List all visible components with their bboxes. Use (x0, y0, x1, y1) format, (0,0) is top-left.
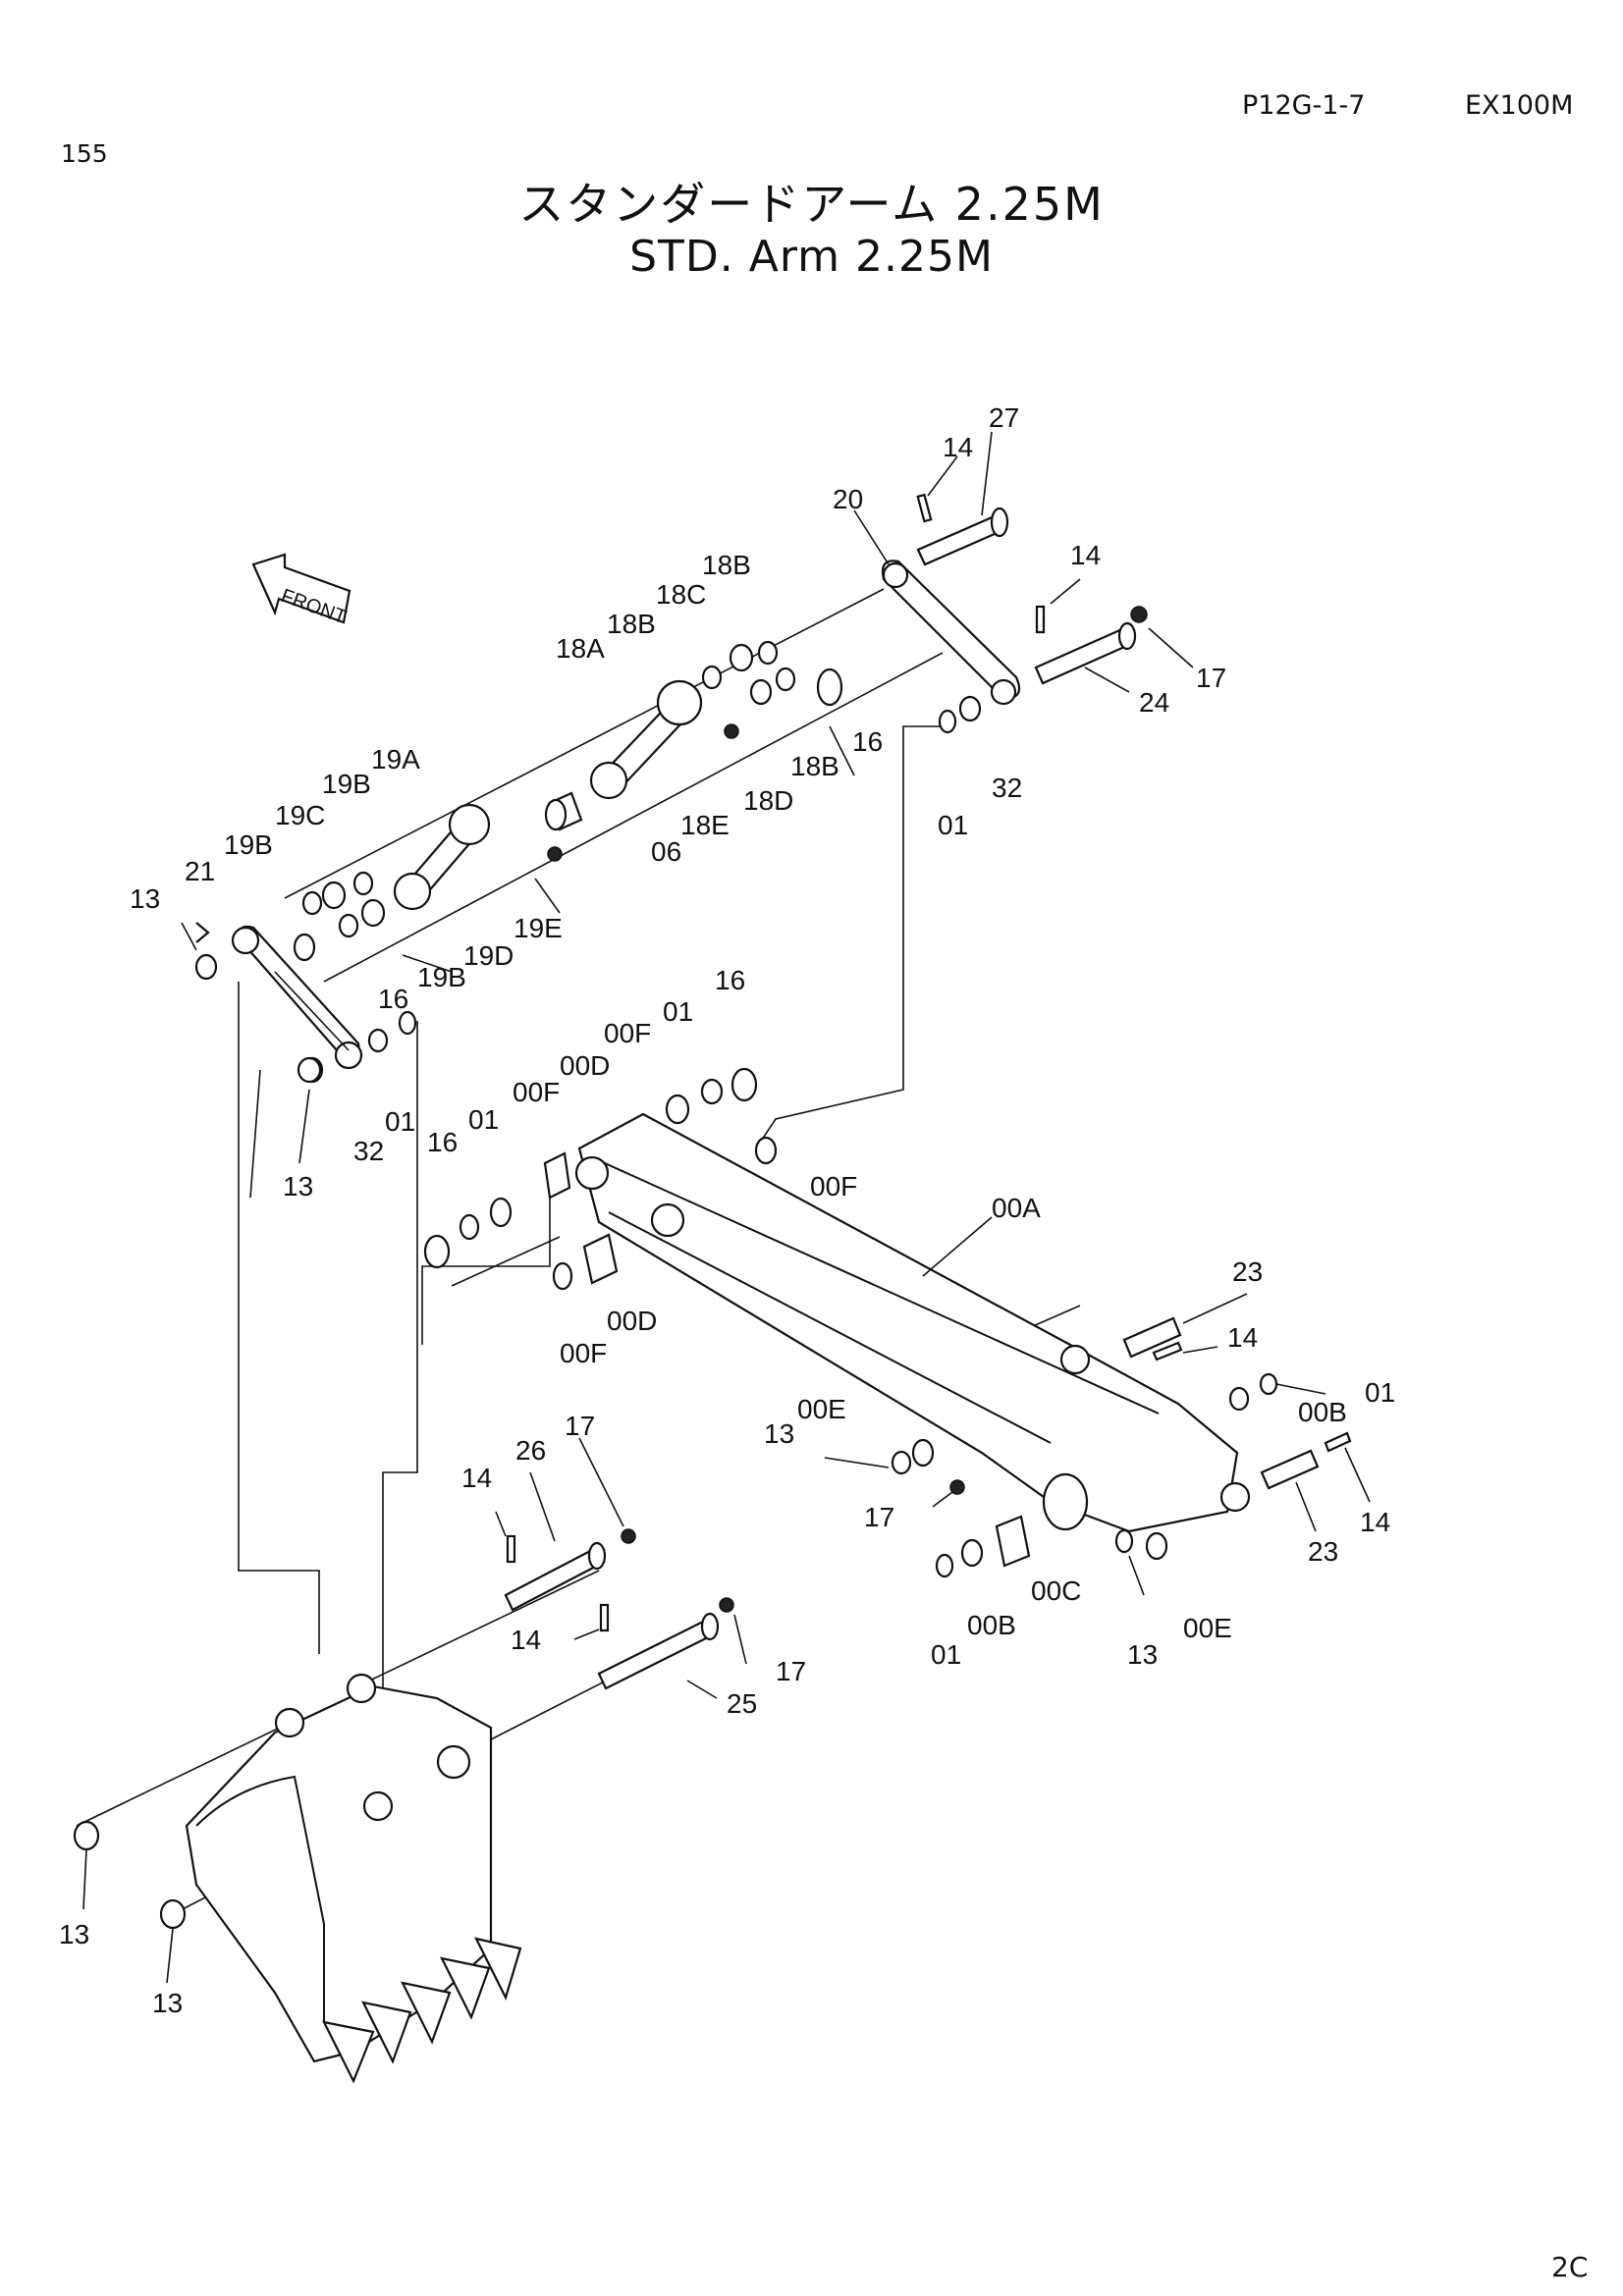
label-13: 13 (152, 1988, 183, 2018)
label-00E: 00E (1183, 1613, 1232, 1643)
label-17: 17 (776, 1656, 806, 1686)
label-23: 23 (1308, 1536, 1338, 1567)
label-13: 13 (1127, 1639, 1158, 1670)
label-00F: 00F (604, 1018, 651, 1048)
label-19D: 19D (463, 940, 514, 971)
label-18C: 18C (656, 579, 706, 610)
label-00D: 00D (607, 1306, 657, 1336)
label-01: 01 (385, 1106, 415, 1137)
link-18A (589, 679, 739, 800)
label-01: 01 (468, 1104, 499, 1135)
corner-page-number: 2C (1551, 2251, 1589, 2283)
label-14: 14 (1227, 1322, 1258, 1353)
label-18B: 18B (790, 751, 839, 781)
label-16: 16 (378, 984, 408, 1014)
bucket (73, 922, 522, 2084)
label-13: 13 (283, 1171, 313, 1201)
label-18B: 18B (702, 550, 751, 580)
label-16: 16 (427, 1127, 458, 1157)
model-name: EX100M (1465, 90, 1574, 121)
label-00B: 00B (1298, 1397, 1347, 1427)
label-16: 16 (852, 726, 883, 757)
pins-25-26 (504, 1528, 734, 1690)
label-17: 17 (1196, 663, 1226, 693)
label-00F: 00F (810, 1171, 857, 1201)
label-19A: 19A (371, 744, 420, 774)
arm-00A (574, 1112, 1251, 1533)
link-20 (881, 560, 1021, 706)
washers-19 (301, 871, 386, 938)
label-01: 01 (938, 810, 968, 840)
right-side-parts (891, 1316, 1352, 1578)
label-13: 13 (764, 1418, 794, 1449)
label-00F: 00F (513, 1077, 560, 1107)
pin-27 (916, 493, 1009, 566)
front-arrow-icon: FRONT (251, 553, 352, 628)
label-00E: 00E (797, 1394, 846, 1424)
leader-lines (82, 431, 1371, 1984)
label-32: 32 (353, 1136, 384, 1166)
label-14: 14 (1360, 1507, 1390, 1537)
label-00F: 00F (560, 1338, 607, 1368)
title-japanese: スタンダードアーム 2.25M (518, 178, 1105, 231)
label-32: 32 (992, 773, 1022, 803)
label-27: 27 (989, 402, 1019, 433)
label-23: 23 (1232, 1256, 1263, 1287)
bushing-06 (544, 791, 583, 831)
label-00D: 00D (560, 1050, 610, 1081)
link-19A (393, 803, 563, 911)
label-00C: 00C (1031, 1575, 1081, 1606)
label-17: 17 (565, 1411, 595, 1441)
label-01: 01 (663, 996, 693, 1027)
label-00B: 00B (967, 1610, 1016, 1640)
page-number: 155 (61, 139, 108, 168)
label-20: 20 (833, 484, 863, 514)
page-code: P12G-1-7 (1242, 90, 1366, 121)
label-14: 14 (1070, 540, 1101, 570)
label-14: 14 (461, 1463, 492, 1493)
pin-24 (1034, 605, 1148, 685)
label-14: 14 (943, 432, 973, 462)
label-00A: 00A (992, 1193, 1041, 1223)
washers-18 (701, 640, 982, 734)
label-13: 13 (59, 1919, 89, 1949)
label-17: 17 (864, 1502, 894, 1532)
label-01: 01 (931, 1639, 961, 1670)
bushings-00 (423, 1067, 778, 1291)
label-18A: 18A (556, 633, 605, 664)
label-16: 16 (715, 965, 745, 995)
label-26: 26 (515, 1435, 546, 1466)
connection-lines (76, 588, 1081, 1915)
label-01: 01 (1365, 1377, 1395, 1408)
label-13: 13 (130, 883, 160, 914)
part-labels: 27 14 20 14 17 24 18B 18C 18B 18A 16 18B… (59, 402, 1395, 2018)
label-25: 25 (727, 1688, 757, 1719)
label-19C: 19C (275, 800, 325, 830)
title-english: STD. Arm 2.25M (629, 232, 994, 282)
label-21: 21 (185, 856, 215, 886)
label-18D: 18D (743, 785, 793, 816)
label-24: 24 (1139, 687, 1169, 718)
label-19B: 19B (417, 962, 466, 992)
label-19B: 19B (322, 769, 371, 799)
label-18B: 18B (607, 609, 656, 639)
label-06: 06 (651, 836, 681, 867)
label-18E: 18E (680, 810, 730, 840)
label-19B: 19B (224, 829, 273, 860)
label-14: 14 (511, 1625, 541, 1655)
label-19E: 19E (514, 913, 563, 943)
